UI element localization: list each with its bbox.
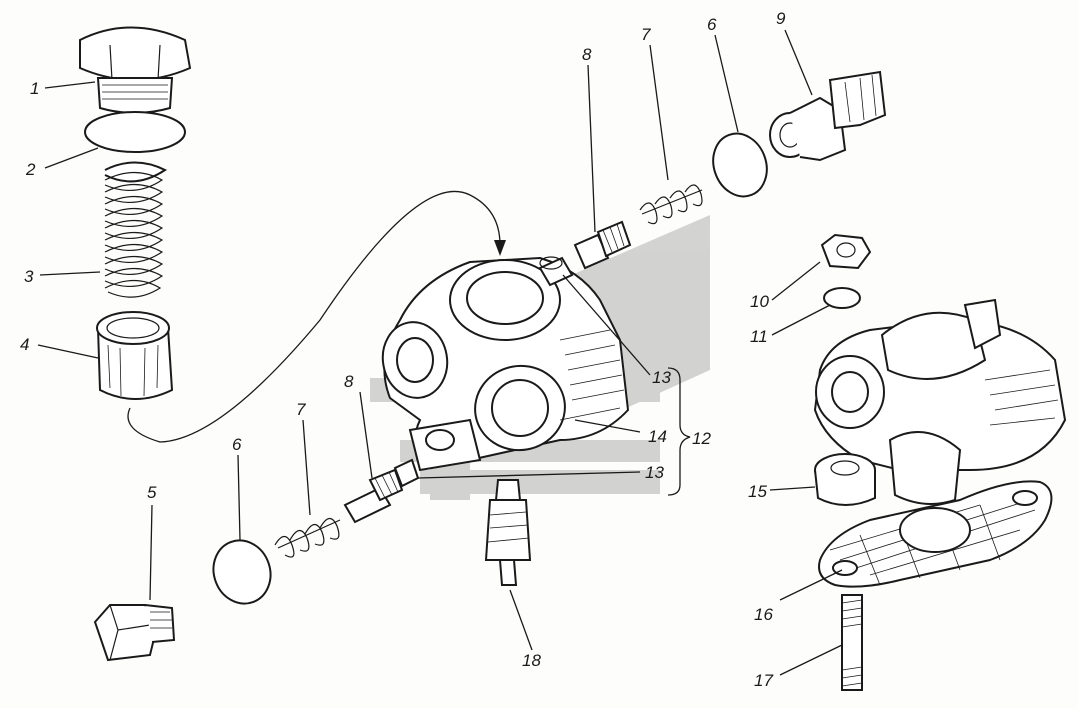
bushing-part-13-upper: [538, 256, 574, 287]
flow-arrow-line: [127, 190, 501, 443]
leader-lines: [37, 29, 843, 676]
fitting-part-9: [769, 70, 887, 162]
label-9: 9: [776, 9, 786, 28]
plug-part-1: [79, 26, 192, 114]
part-number-labels: 1 2 3 4 5 6 7 8 8 7 6 9 10 11 12 13 13 1…: [20, 9, 786, 690]
label-1: 1: [30, 79, 39, 98]
label-8a: 8: [344, 372, 354, 391]
flow-arrow-head: [494, 240, 506, 256]
label-17: 17: [754, 671, 773, 690]
spring-part-7-lower: [274, 517, 341, 558]
label-12: 12: [692, 429, 711, 448]
stud-part-17: [841, 594, 863, 691]
label-14: 14: [648, 427, 667, 446]
gasket-part-16: [818, 480, 1053, 588]
o-ring-part-2: [84, 111, 186, 153]
plunger-part-8-upper: [573, 220, 632, 270]
nut-part-10: [820, 233, 872, 270]
assembled-valve: [813, 298, 1067, 505]
label-18: 18: [522, 651, 541, 670]
label-4: 4: [20, 335, 29, 354]
valve-body: [381, 256, 630, 472]
lock-washer-part-11: [823, 287, 861, 309]
label-11: 11: [750, 327, 768, 346]
label-5: 5: [147, 483, 157, 502]
label-13b: 13: [645, 463, 664, 482]
sleeve-part-4: [96, 311, 174, 400]
valve-pin-part-18: [484, 479, 532, 586]
plunger-part-8-lower: [343, 468, 404, 524]
label-8b: 8: [582, 45, 592, 64]
label-7a: 7: [296, 400, 306, 419]
label-6a: 6: [232, 435, 242, 454]
flange-part-15: [814, 453, 876, 506]
washer-part-6-upper: [712, 132, 768, 198]
label-7b: 7: [641, 25, 651, 44]
label-3: 3: [24, 267, 34, 286]
label-16: 16: [754, 605, 773, 624]
label-2: 2: [25, 160, 36, 179]
spring-part-3: [104, 161, 167, 298]
label-13a: 13: [652, 368, 671, 387]
plug-part-5: [93, 604, 176, 662]
label-10: 10: [750, 292, 769, 311]
spring-part-7-upper: [639, 184, 703, 225]
washer-part-6-lower: [212, 539, 272, 605]
label-6b: 6: [707, 15, 717, 34]
label-15: 15: [748, 482, 767, 501]
